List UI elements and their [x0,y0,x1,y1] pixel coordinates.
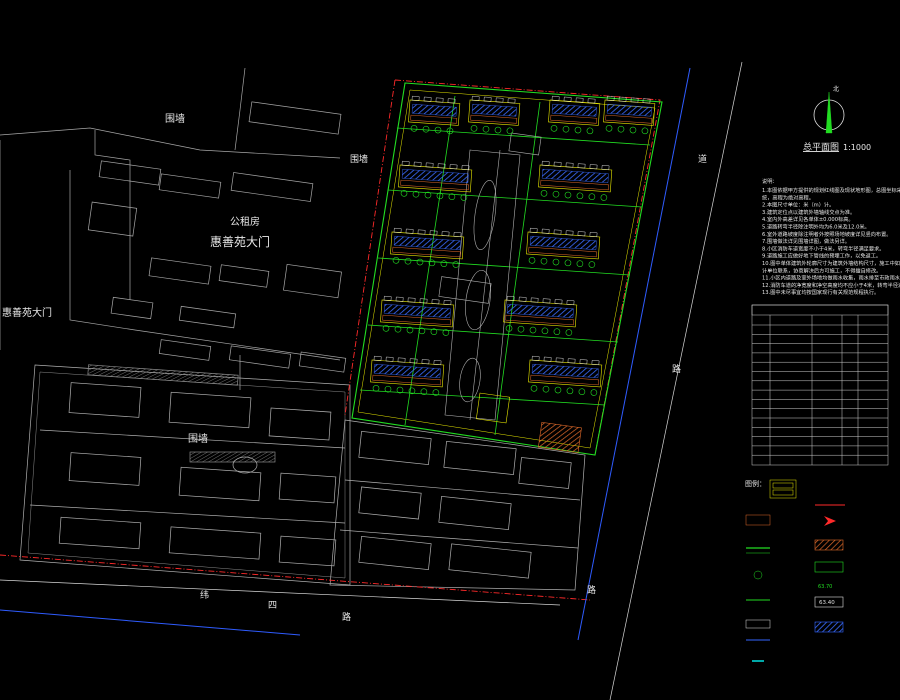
note-line: 2.本图尺寸单位：米（m）计。 [762,201,834,209]
red-boundary-lines [0,79,661,601]
central-garden [438,132,542,421]
drawing-title-text: 总平面图 [803,141,839,153]
label-wall-3: 围墙 [188,432,208,445]
residential-building [468,95,521,135]
note-line: 13.图中未尽事宜均按国家现行有关规范规程执行。 [762,288,879,296]
note-line: 7.围墙做法详见围墙详图，做法另详。 [762,237,850,245]
plan-labels: 公租房 惠善苑大门 惠善苑大门 围墙 围墙 围墙 道 路 路 纬 四 路 [2,112,707,623]
note-line: 计单位联系，协商解决后方可施工，不得擅自修改。 [762,266,881,274]
residential-building [538,160,613,201]
note-line: 5.道路转弯半径除注明外均为6.0米及12.0米。 [762,223,870,231]
label-wall-2: 围墙 [350,153,368,165]
legend-title: 图例： [745,479,766,488]
blue-hatch-icon [814,621,844,633]
label-road-east-2: 路 [672,363,681,375]
building-group [370,95,656,396]
residential-building [603,95,656,135]
note-line: 4.室内外高差详见各单体±0.000标高。 [762,215,854,223]
hatched-area-icon [814,539,844,551]
building-footprint-icon [745,514,771,526]
residential-building [380,295,455,336]
elevation-box-icon [814,596,844,608]
notes-heading: 说明： [762,177,778,185]
legend: 图例： 63.70 63.40 [745,479,845,662]
residential-building [528,355,603,396]
new-development [351,82,663,456]
note-line: 8.小区消防车道宽度不小于4米，转弯半径满足要求。 [762,244,884,252]
drawing-scale: 1:1000 [843,143,871,152]
building-layers-icon [769,479,797,499]
label-road-east-1: 道 [698,153,707,165]
north-arrow-icon [825,91,833,134]
green-area-icon [814,561,844,573]
residential-building [548,95,601,135]
label-wall-1: 围墙 [165,112,185,125]
label-huishan-gate-west: 惠善苑大门 [2,306,52,319]
white-road-lines [0,61,743,700]
note-line: 12.消防车道的净宽度和净空高度均不应小于4米，转弯半径满足消防要求。 [762,281,900,289]
residential-building [408,95,461,135]
existing-district [0,67,347,390]
blue-road-lines [0,67,691,641]
residential-building [390,227,465,268]
indicator-table [751,304,889,466]
residential-building [398,160,473,201]
south-residential-block [19,364,351,586]
label-road-south-2: 四 [268,601,277,611]
label-road-south-3: 路 [342,611,351,623]
elevation-box-text: 63.40 [819,600,835,606]
southeast-residential-block [329,419,586,591]
note-line: 1.本图依据甲方提供的规划红线图及现状地形图，总图坐标采用当地坐标系 [762,186,900,194]
tree-icon [753,570,763,580]
residential-building [526,227,601,268]
north-arrow: 北 [813,85,845,134]
note-line: 10.图中单体建筑外轮廓尺寸为建筑外墙结构尺寸，施工中如发现问题及时与设 [762,259,900,267]
label-huishan-gate-main: 惠善苑大门 [210,234,270,249]
label-gongzufang: 公租房 [230,215,260,228]
entrance-arrow-icon [824,516,836,526]
drawing-title: 总平面图 1:1000 [803,141,871,153]
label-road-east-3: 路 [587,584,596,596]
note-line: 9.道路施工应做好地下管线的预埋工作，以免返工。 [762,252,881,260]
note-line: 3.建筑定位点以建筑外墙轴线交点为准。 [762,208,855,216]
residential-building [370,355,445,396]
design-notes: 说明： 1.本图依据甲方提供的规划红线图及现状地形图，总图坐标采用当地坐标系 统… [762,177,900,296]
note-line: 6.室外道路坡度除注明者外按照场地坡度详见竖向布置。 [762,230,891,238]
note-line: 统，高程为绝对高程。 [762,193,814,201]
note-line: 11.小区内道路及室外场地均做雨水收集，雨水排至市政雨水管网。 [762,274,900,282]
parking-icon [745,619,771,629]
label-road-south-1: 纬 [200,589,209,601]
north-label: 北 [833,85,839,93]
residential-building [503,295,578,336]
elevation-mark-icon: 63.70 [818,584,832,590]
